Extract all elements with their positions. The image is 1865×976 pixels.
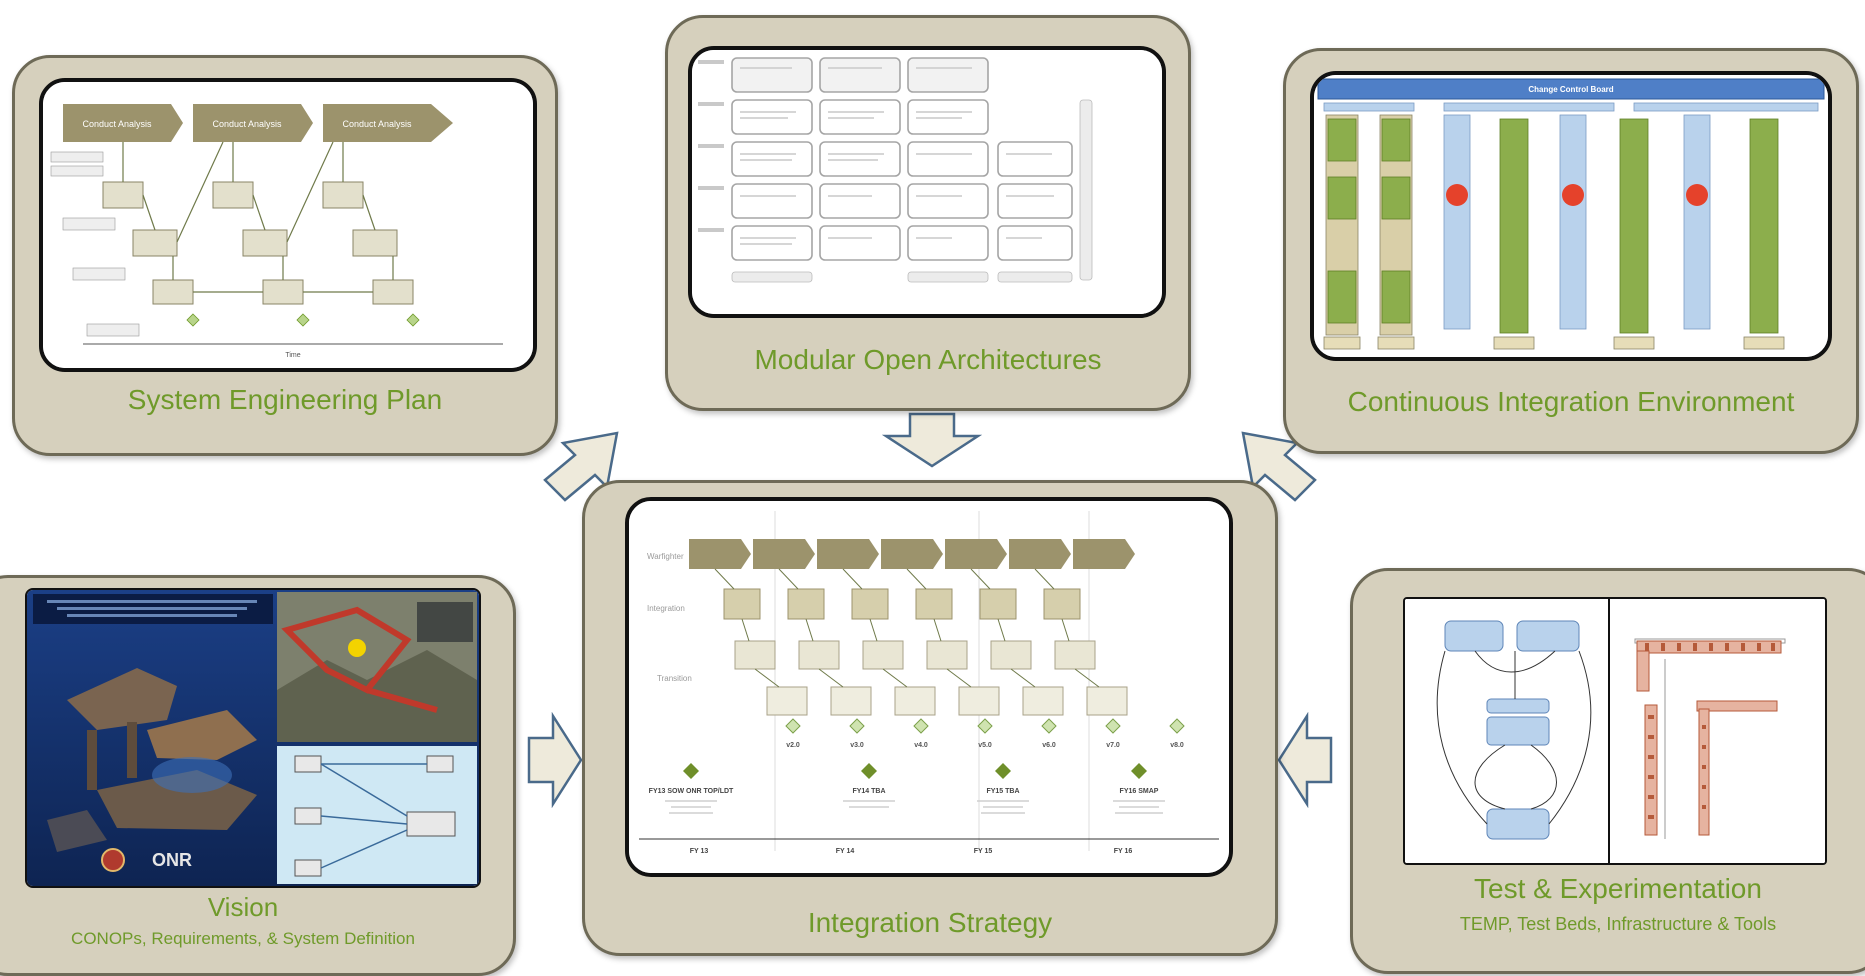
- arrow-sep-to-integration: [543, 431, 619, 502]
- vision-subtitle: CONOPs, Requirements, & System Definitio…: [71, 929, 415, 948]
- panel-vision: ONR: [0, 575, 516, 976]
- sep-analysis-banner-2: [193, 104, 313, 142]
- panel-modular-open-architectures: Modular Open Architectures: [665, 15, 1191, 411]
- version-label-1: v2.0: [786, 742, 800, 749]
- vision-figure: ONR: [25, 588, 481, 888]
- event-diamonds: [683, 763, 1147, 779]
- vision-vehicle-art: [47, 668, 257, 852]
- vision-logo-text: ONR: [152, 850, 192, 870]
- test-title: Test & Experimentation: [1474, 873, 1762, 904]
- cie-green-columns: [1323, 114, 1785, 350]
- event-label-4: FY16 SMAP: [1120, 788, 1159, 795]
- year-label-2: FY 14: [836, 848, 855, 855]
- sep-diagram: Conduct Analysis Conduct Analysis Conduc…: [43, 82, 533, 368]
- year-label-4: FY 16: [1114, 848, 1133, 855]
- panel-system-engineering-plan: Conduct Analysis Conduct Analysis Conduc…: [12, 55, 558, 456]
- version-label-3: v4.0: [914, 742, 928, 749]
- row-label-integration: Integration: [647, 604, 685, 613]
- integration-timeline: Warfighter Integration Transition: [629, 501, 1229, 873]
- sep-analysis-banner-1: [63, 104, 183, 142]
- arrow-vision-to-integration: [527, 712, 583, 808]
- transition-boxes-2: [766, 686, 1128, 716]
- version-label-4: v5.0: [978, 742, 992, 749]
- vision-network-diagram: [277, 746, 477, 884]
- event-label-1: FY13 SOW ONR TOP/LDT: [649, 788, 734, 795]
- row-label-transition: Transition: [657, 674, 692, 683]
- version-label-5: v6.0: [1042, 742, 1056, 749]
- integration-title: Integration Strategy: [807, 907, 1053, 938]
- cie-header-label: Change Control Board: [1528, 85, 1613, 94]
- row-label-warfighter: Warfighter: [647, 552, 684, 561]
- moa-figure: [688, 46, 1166, 318]
- arrow-cie-to-integration: [1241, 431, 1317, 502]
- year-label-3: FY 15: [974, 848, 993, 855]
- event-label-2: FY14 TBA: [852, 788, 885, 795]
- panel-test-experimentation: Test & Experimentation TEMP, Test Beds, …: [1350, 568, 1865, 974]
- test-subtitle: TEMP, Test Beds, Infrastructure & Tools: [1459, 914, 1777, 934]
- sep-analysis-banner-3: [323, 104, 453, 142]
- version-label-6: v7.0: [1106, 742, 1120, 749]
- integration-boxes: [723, 588, 1081, 620]
- version-label-2: v3.0: [850, 742, 864, 749]
- panel-integration-strategy: Warfighter Integration Transition: [582, 480, 1278, 956]
- arrow-test-to-integration: [1277, 712, 1333, 808]
- event-label-3: FY15 TBA: [986, 788, 1019, 795]
- vision-collage: ONR: [27, 590, 479, 886]
- arrow-moa-to-integration: [882, 412, 982, 468]
- integration-figure: Warfighter Integration Transition: [625, 497, 1233, 877]
- moa-grid: [731, 57, 1073, 261]
- version-diamonds: [785, 718, 1185, 734]
- test-process-loop: [1436, 620, 1592, 840]
- vision-terrain-map: [277, 592, 477, 742]
- moa-title: Modular Open Architectures: [754, 344, 1102, 375]
- sep-time-axis-label: Time: [285, 352, 300, 359]
- version-label-7: v8.0: [1170, 742, 1184, 749]
- test-figure: [1403, 597, 1827, 865]
- sep-figure: Conduct Analysis Conduct Analysis Conduc…: [39, 78, 537, 372]
- sep-banner-label-2: Conduct Analysis: [212, 119, 282, 129]
- cie-figure: Change Control Board: [1310, 71, 1832, 361]
- year-label-1: FY 13: [690, 848, 709, 855]
- test-floor-plan: [1634, 638, 1786, 839]
- cie-title: Continuous Integration Environment: [1347, 386, 1795, 417]
- test-diagrams: [1405, 599, 1825, 863]
- panel-continuous-integration-environment: Change Control Board: [1283, 48, 1859, 454]
- release-banners: [689, 539, 1135, 569]
- moa-diagram: [692, 50, 1162, 314]
- cie-diagram: Change Control Board: [1314, 75, 1828, 357]
- vision-title: Vision: [207, 892, 279, 922]
- sep-banner-label-3: Conduct Analysis: [342, 119, 412, 129]
- sep-title: System Engineering Plan: [127, 384, 443, 415]
- sep-banner-label-1: Conduct Analysis: [82, 119, 152, 129]
- transition-boxes-1: [734, 640, 1096, 670]
